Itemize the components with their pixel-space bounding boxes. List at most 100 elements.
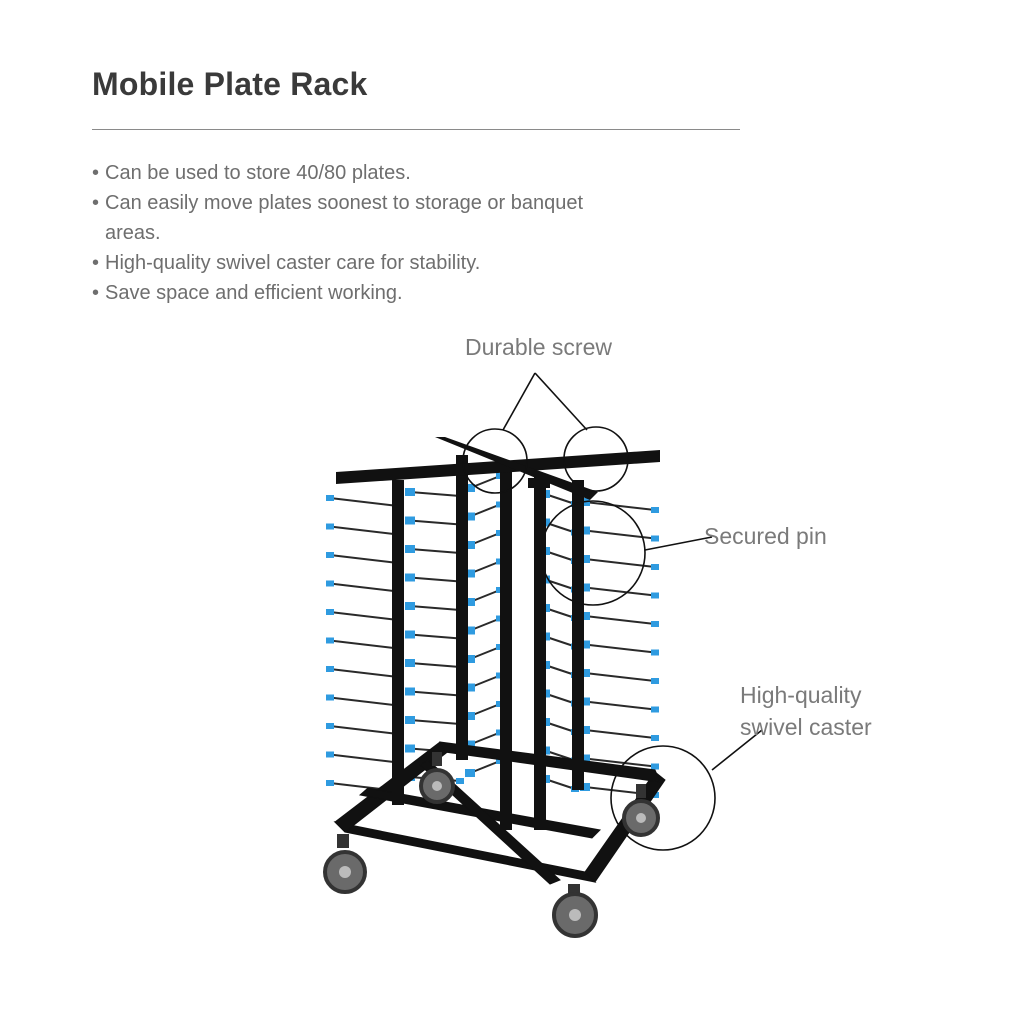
pin-collar: [465, 541, 475, 549]
pin-tip: [326, 751, 334, 758]
pin-collar: [405, 659, 415, 667]
casters: [323, 752, 660, 938]
callout-graphics: [462, 372, 763, 851]
pin-collar: [465, 484, 475, 492]
caster-wheel: [622, 784, 660, 837]
page-title: Mobile Plate Rack: [92, 66, 368, 102]
pin-collar: [580, 783, 590, 791]
pin-tip: [326, 523, 334, 530]
pin-tip: [651, 621, 659, 627]
secured-pin-label: Secured pin: [704, 523, 827, 549]
feature-text: Can be used to store 40/80 plates.: [105, 162, 411, 184]
pin-rod: [329, 696, 399, 707]
pin-collar: [580, 754, 590, 763]
pin-rod: [409, 605, 461, 611]
screw-leader-line: [534, 372, 588, 431]
pin-rod: [329, 668, 399, 678]
feature-item: •High-quality swivel caster care for sta…: [92, 248, 612, 278]
pin-tip: [651, 507, 659, 513]
pin-collar: [465, 598, 475, 606]
pin-rod: [584, 586, 656, 597]
pin-collar: [405, 687, 415, 696]
pin-collar: [580, 640, 590, 649]
pin-collar: [405, 516, 415, 525]
pin-rod: [409, 548, 461, 554]
pin-rod: [584, 729, 656, 739]
pin-rod: [584, 757, 656, 768]
bullet-marker: •: [92, 282, 100, 304]
pin-rod: [409, 519, 461, 526]
pin-tip: [651, 649, 659, 656]
pin-collar: [580, 726, 590, 734]
caster-wheel: [552, 884, 598, 938]
bullet-marker: •: [92, 252, 100, 274]
pin-collar: [465, 712, 475, 720]
pin-tip: [651, 763, 659, 770]
pin-tip: [651, 678, 659, 684]
pin-rod: [329, 497, 399, 507]
pin-rod: [584, 672, 656, 682]
pin-tip: [326, 495, 334, 501]
pin-tip: [326, 694, 334, 701]
swivel-caster-label: High-quality swivel caster: [740, 679, 872, 743]
pin-collar: [580, 526, 590, 535]
pin-tip: [326, 580, 334, 587]
pin-rod: [409, 719, 461, 725]
feature-text: High-quality swivel caster care for stab…: [105, 252, 481, 274]
pin-leader-line: [644, 536, 713, 551]
caster-wheel: [323, 834, 367, 894]
title-divider: [92, 129, 740, 130]
pin-rod: [409, 690, 461, 697]
screw-leader-line: [502, 372, 536, 431]
pin-rod: [409, 576, 461, 583]
pin-collar: [405, 545, 415, 553]
pin-rod: [329, 639, 399, 650]
pin-callout-circle: [540, 500, 646, 606]
pin-collar: [580, 669, 590, 677]
pin-collar: [405, 573, 415, 582]
pin-collar: [465, 655, 475, 663]
pin-collar: [405, 744, 415, 753]
pin-rod: [584, 643, 656, 654]
pin-rod: [329, 582, 399, 593]
feature-item: •Can be used to store 40/80 plates.: [92, 158, 612, 188]
pin-collar: [405, 602, 415, 610]
pin-rod: [409, 633, 461, 640]
caster-leader-line: [711, 729, 763, 771]
pin-rod: [584, 501, 656, 511]
pin-collar: [580, 555, 590, 563]
swivel-caster-label-line2: swivel caster: [740, 714, 872, 740]
feature-item: •Can easily move plates soonest to stora…: [92, 188, 612, 248]
pin-tip: [326, 609, 334, 615]
pin-rod: [409, 662, 461, 668]
swivel-caster-label-line1: High-quality: [740, 682, 862, 708]
pin-rod: [329, 525, 399, 536]
pin-rod: [329, 554, 399, 564]
feature-list: •Can be used to store 40/80 plates. •Can…: [92, 158, 612, 308]
pin-tip: [326, 552, 334, 558]
screw-callout-circle: [462, 428, 528, 494]
pin-tip: [326, 780, 334, 786]
pin-collar: [465, 769, 475, 777]
pin-tip: [651, 706, 659, 713]
pin-collar: [465, 740, 475, 749]
bullet-marker: •: [92, 192, 100, 214]
pin-rod: [584, 700, 656, 711]
pin-tip: [651, 592, 659, 599]
caster-callout-circle: [610, 745, 716, 851]
pin-collar: [580, 583, 590, 592]
top-frame: [336, 437, 660, 500]
feature-item: •Save space and efficient working.: [92, 278, 612, 308]
feature-text: Can easily move plates soonest to storag…: [105, 192, 584, 244]
pin-rod: [329, 611, 399, 621]
pin-collar: [580, 612, 590, 620]
pin-rod: [329, 725, 399, 735]
pin-tip: [456, 778, 464, 784]
pin-collar: [465, 683, 475, 692]
durable-screw-label: Durable screw: [465, 334, 612, 360]
pin-tip: [651, 735, 659, 741]
feature-text: Save space and efficient working.: [105, 282, 403, 304]
pin-rod: [409, 491, 461, 497]
pin-collar: [405, 716, 415, 724]
uprights: [392, 455, 584, 830]
